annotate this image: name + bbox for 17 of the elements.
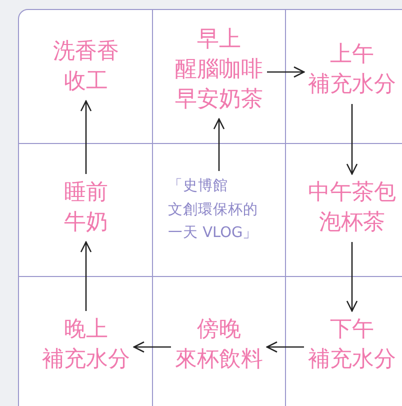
- step-text: 傍晚來杯飲料: [175, 315, 263, 375]
- step-text: 早上醒腦咖啡早安奶茶: [175, 25, 263, 115]
- arrow: [346, 104, 358, 175]
- step-text: 睡前牛奶: [64, 178, 108, 238]
- arrow: [346, 242, 358, 312]
- step-text: 上午補充水分: [308, 40, 396, 100]
- step-text: 中午茶包泡杯茶: [308, 178, 396, 238]
- arrow: [266, 341, 304, 353]
- step-text: 晚上補充水分: [42, 315, 130, 375]
- arrow: [213, 118, 225, 171]
- arrow: [133, 341, 171, 353]
- arrow: [80, 100, 92, 174]
- step-text: 下午補充水分: [308, 315, 396, 375]
- arrow: [80, 241, 92, 311]
- title-text: 「史博館文創環保杯的一天 VLOG」: [168, 175, 258, 246]
- step-text: 洗香香收工: [53, 37, 119, 97]
- arrow: [267, 66, 305, 78]
